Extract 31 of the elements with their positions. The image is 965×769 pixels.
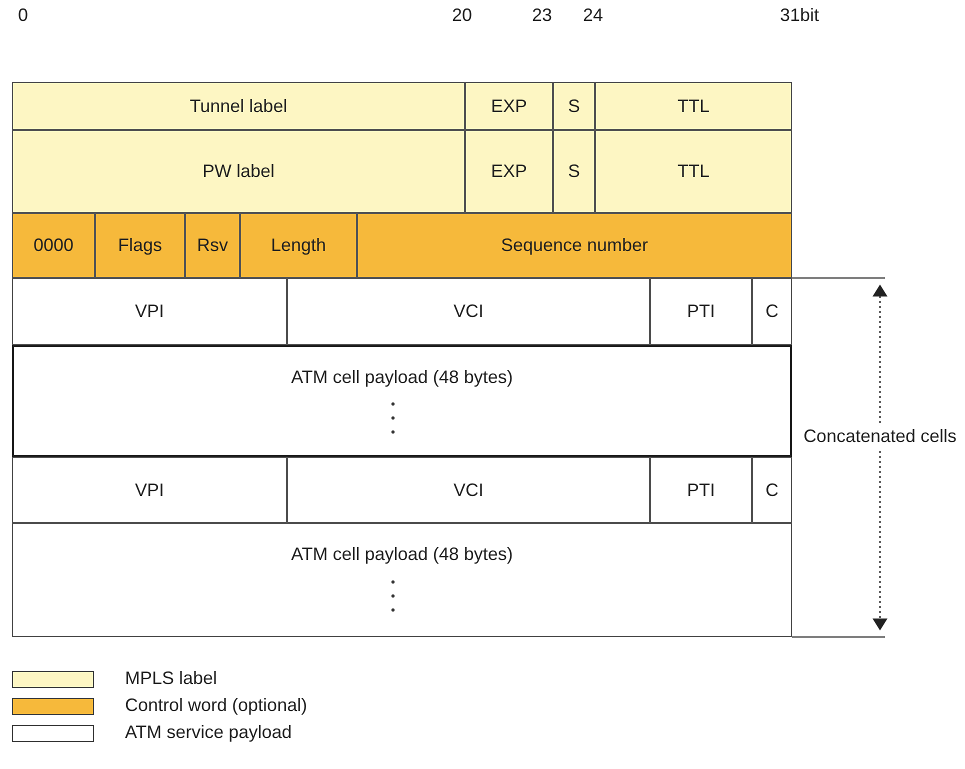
legend-label: ATM service payload <box>125 722 292 743</box>
header-field: 0000 <box>12 213 95 278</box>
header-field: TTL <box>595 130 792 213</box>
header-field: VPI <box>12 278 287 345</box>
header-field: C <box>752 278 792 345</box>
header-field: Tunnel label <box>12 82 465 130</box>
header-field: EXP <box>465 130 553 213</box>
header-field: PW label <box>12 130 465 213</box>
header-field: Flags <box>95 213 185 278</box>
legend-label: MPLS label <box>125 668 218 689</box>
bit-position-label: 31bit <box>780 5 820 26</box>
payload-field: ATM cell payload (48 bytes) <box>12 345 792 457</box>
bit-position-label: 20 <box>452 5 472 26</box>
header-field: TTL <box>595 82 792 130</box>
bit-position-label: 0 <box>18 5 28 26</box>
header-field: Rsv <box>185 213 240 278</box>
bit-position-label: 24 <box>583 5 604 26</box>
header-field: VCI <box>287 457 650 523</box>
legend-label: Control word (optional) <box>125 695 308 716</box>
bit-position-label: 23 <box>532 5 552 26</box>
header-field: Sequence number <box>357 213 792 278</box>
header-field: EXP <box>465 82 553 130</box>
header-field: PTI <box>650 457 752 523</box>
payload-field: ATM cell payload (48 bytes) <box>12 523 792 637</box>
header-field: Length <box>240 213 357 278</box>
header-field: PTI <box>650 278 752 345</box>
header-field: VPI <box>12 457 287 523</box>
header-field: S <box>553 130 595 213</box>
header-field: VCI <box>287 278 650 345</box>
header-field: C <box>752 457 792 523</box>
header-field: S <box>553 82 595 130</box>
